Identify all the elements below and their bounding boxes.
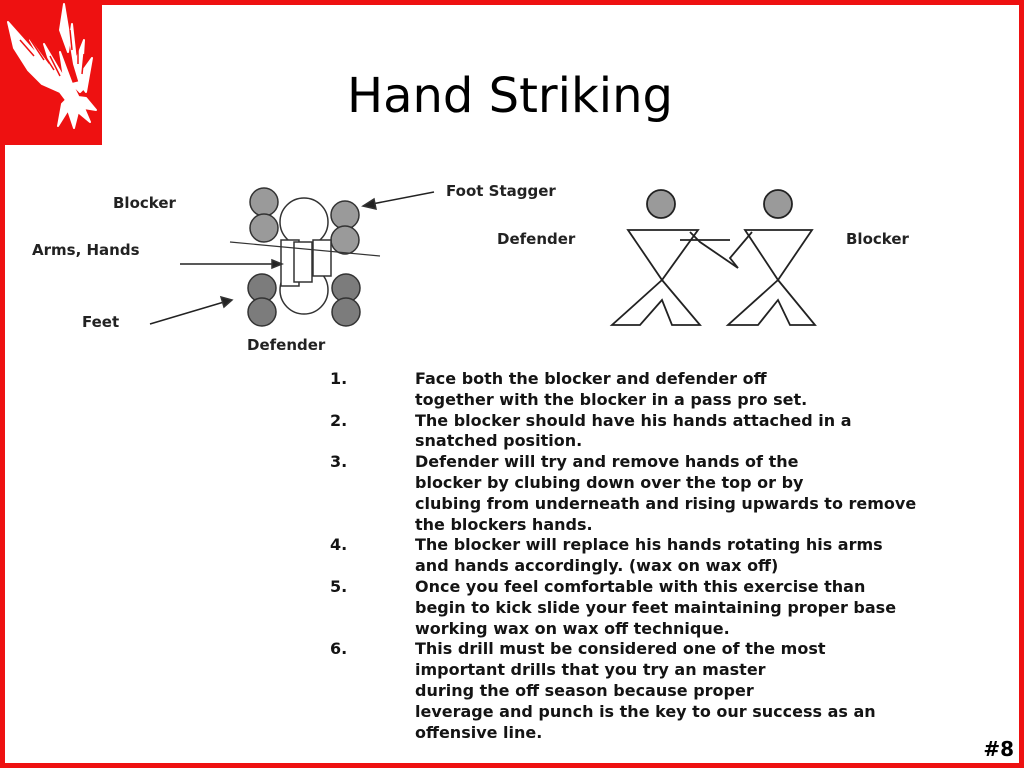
label-arms-hands: Arms, Hands xyxy=(32,241,140,259)
label-foot-stagger: Foot Stagger xyxy=(446,182,556,200)
step-item: 6. This drill must be considered one of … xyxy=(330,639,1020,743)
step-number: 4. xyxy=(330,535,348,555)
top-view-diagram xyxy=(149,187,435,327)
step-number: 5. xyxy=(330,576,348,596)
step-number: 1. xyxy=(330,369,348,388)
step-item: 5. Once you feel comfortable with this e… xyxy=(330,577,1020,639)
label-feet: Feet xyxy=(82,313,120,331)
step-text: The blocker should have his hands attach… xyxy=(415,410,852,451)
step-number: 2. xyxy=(330,410,348,430)
slide-title: Hand Striking xyxy=(346,68,674,124)
step-number: 3. xyxy=(330,452,348,472)
label-blocker-left: Blocker xyxy=(113,194,176,212)
step-text: The blocker will replace his hands rotat… xyxy=(415,535,883,576)
drill-steps: 1. Face both the blocker and defender of… xyxy=(330,369,1020,743)
logo xyxy=(0,0,102,145)
falcon-logo-icon xyxy=(7,3,97,129)
step-text: Face both the blocker and defender off t… xyxy=(415,369,808,409)
slide-number: #8 xyxy=(983,737,1014,761)
label-defender-right: Defender xyxy=(497,230,576,248)
step-text: This drill must be considered one of the… xyxy=(415,639,876,742)
label-defender-left: Defender xyxy=(247,336,326,354)
step-item: 2. The blocker should have his hands att… xyxy=(330,411,1020,453)
drill-diagrams xyxy=(149,187,817,327)
step-item: 3. Defender will try and remove hands of… xyxy=(330,452,1020,535)
step-number: 6. xyxy=(330,639,348,659)
step-text: Once you feel comfortable with this exer… xyxy=(415,576,897,638)
step-text: Defender will try and remove hands of th… xyxy=(415,452,917,534)
step-item: 4. The blocker will replace his hands ro… xyxy=(330,535,1020,577)
stick-figures-diagram xyxy=(609,189,817,326)
diagram-area: Blocker Arms, Hands Feet Defender Foot S… xyxy=(0,160,1024,364)
step-item: 1. Face both the blocker and defender of… xyxy=(330,369,1020,411)
label-blocker-right: Blocker xyxy=(846,230,909,248)
